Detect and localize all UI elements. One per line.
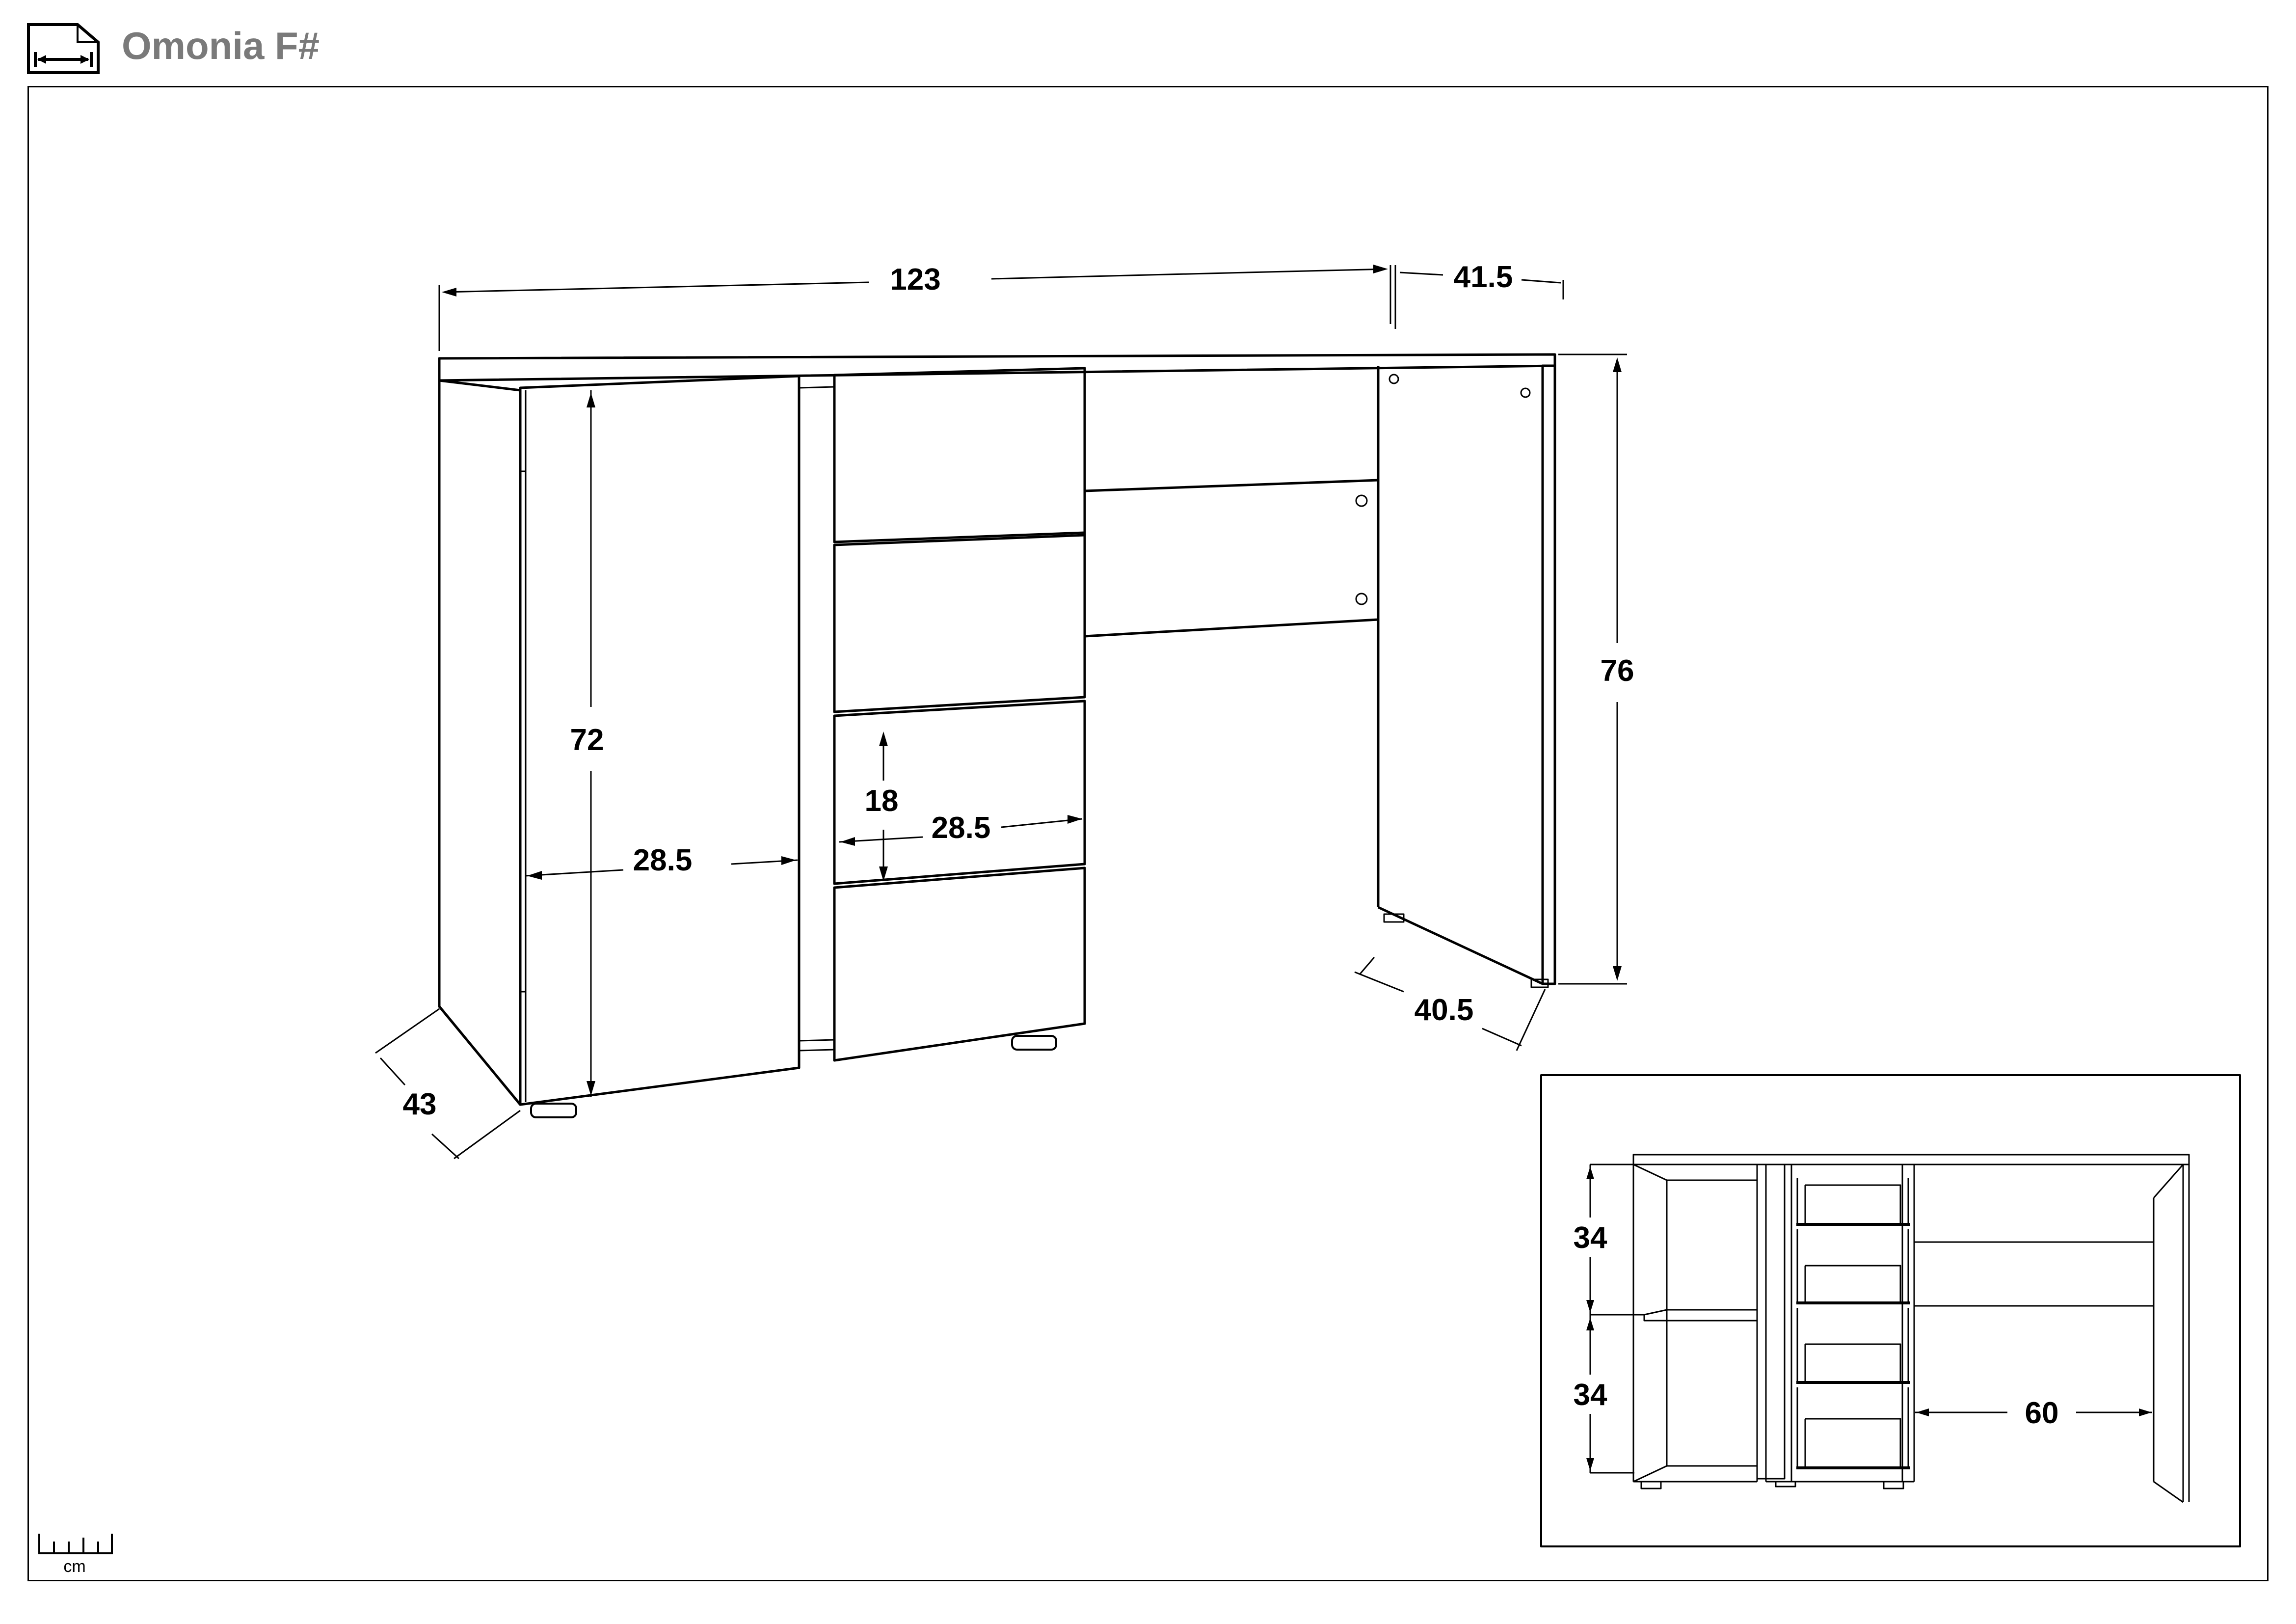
dim-leg-depth: 40.5 xyxy=(1415,993,1474,1027)
dim-door-height: 72 xyxy=(570,723,604,757)
dim-drawer-width: 28.5 xyxy=(932,811,991,845)
inset-front-view xyxy=(1586,1154,2190,1503)
dimensions-icon xyxy=(27,23,100,74)
dimension-lines xyxy=(375,265,1627,1160)
dim-drawer-height: 18 xyxy=(865,784,899,818)
desk-outline xyxy=(438,353,1556,1118)
inset-dim-knee-space: 60 xyxy=(2025,1396,2059,1430)
scale-unit-label: cm xyxy=(63,1557,85,1576)
inset-frame xyxy=(1540,1074,2241,1547)
dim-height: 76 xyxy=(1601,654,1634,688)
drawing-frame xyxy=(27,86,2269,1581)
dim-door-width: 28.5 xyxy=(633,843,693,877)
page-title: Omonia F# xyxy=(122,24,320,67)
dim-depth-top: 41.5 xyxy=(1454,260,1513,294)
dim-cabinet-depth: 43 xyxy=(403,1087,437,1121)
ruler-icon xyxy=(38,1534,113,1554)
inset-dim-lower: 34 xyxy=(1574,1378,1607,1412)
dim-width: 123 xyxy=(890,263,940,297)
inset-dim-upper: 34 xyxy=(1574,1221,1607,1255)
